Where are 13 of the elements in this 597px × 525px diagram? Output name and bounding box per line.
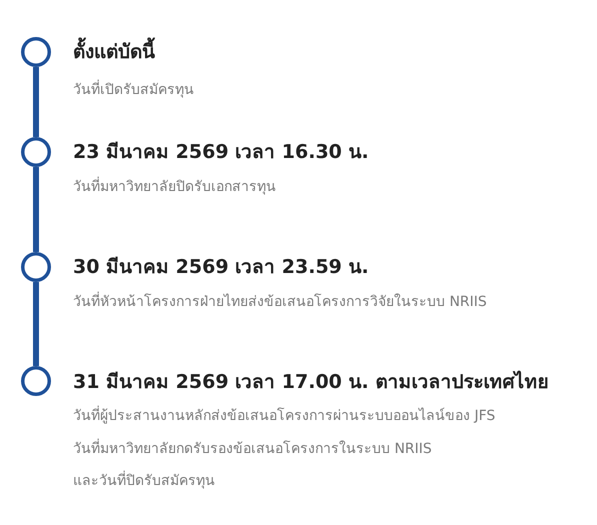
timeline-description: วันที่หัวหน้าโครงการฝ่ายไทยส่งข้อเสนอโครงการวิจัยในระบบ NRIIS [73,291,487,313]
timeline-description: วันที่มหาวิทยาลัยกดรับรองข้อเสนอโครงการในระบบ NRIIS [73,438,432,460]
timeline-heading: 30 มีนาคม 2569 เวลา 23.59 น. [73,255,369,280]
timeline-line [33,67,39,137]
timeline-description: วันที่มหาวิทยาลัยปิดรับเอกสารทุน [73,176,276,198]
timeline-description: วันที่ผู้ประสานงานหลักส่งข้อเสนอโครงการผ่านระบบออนไลน์ของ JFS [73,405,496,427]
timeline-description: และวันที่ปิดรับสมัครทุน [73,470,215,492]
timeline-line [33,282,39,366]
timeline-heading: 31 มีนาคม 2569 เวลา 17.00 น. ตามเวลาประเทศไทย [73,370,548,395]
timeline-heading: ตั้งแต่บัดนี้ [73,39,155,65]
timeline-line [33,167,39,252]
timeline-heading: 23 มีนาคม 2569 เวลา 16.30 น. [73,140,369,165]
timeline-description: วันที่เปิดรับสมัครทุน [73,79,194,101]
